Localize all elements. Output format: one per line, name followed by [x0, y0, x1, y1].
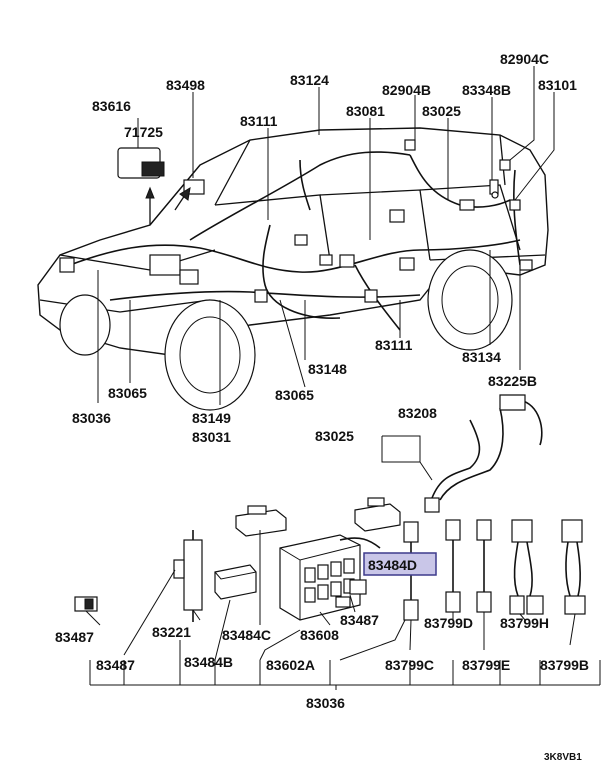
highlight-box: [363, 552, 437, 576]
label-83487-left: 83487: [55, 629, 94, 645]
vehicle-harness: [69, 151, 521, 331]
left-wheel: [59, 294, 111, 356]
label-83799e: 83799E: [462, 657, 510, 673]
label-83031: 83031: [192, 429, 231, 445]
label-83148: 83148: [308, 361, 347, 377]
label-83484d: 83484D: [368, 557, 417, 573]
label-83111-mid: 83111: [375, 337, 413, 353]
label-83025-top: 83025: [422, 103, 461, 119]
label-83225b: 83225B: [488, 373, 537, 389]
leader-lines-bottom: [85, 530, 601, 690]
sub-harness-83208: [381, 394, 543, 513]
label-83036-bottom: 83036: [306, 695, 345, 711]
label-83799c: 83799C: [385, 657, 434, 673]
part-labels: 82904C 83101 83124 83498 82904B 83348B 8…: [55, 51, 589, 763]
label-83111-top: 83111: [240, 113, 278, 129]
label-83799h: 83799H: [500, 615, 549, 631]
label-83484c: 83484C: [222, 627, 271, 643]
label-83149: 83149: [192, 410, 231, 426]
label-83101: 83101: [538, 77, 577, 93]
label-83221: 83221: [152, 624, 191, 640]
label-83484b: 83484B: [184, 654, 233, 670]
connector-harness-83799d: [445, 519, 461, 613]
relay-83484-top: [354, 497, 401, 532]
label-83134: 83134: [462, 349, 501, 365]
label-83616: 83616: [92, 98, 131, 114]
label-83348b: 83348B: [462, 82, 511, 98]
vehicle-body: [37, 127, 549, 356]
label-83608: 83608: [300, 627, 339, 643]
label-83081: 83081: [346, 103, 385, 119]
label-71725: 71725: [124, 124, 163, 140]
fuse-holder-83221: [173, 530, 203, 622]
label-83208: 83208: [398, 405, 437, 421]
label-82904c: 82904C: [500, 51, 549, 67]
connector-harness-83799b: [561, 519, 586, 615]
label-83036-left: 83036: [72, 410, 111, 426]
relay-block: [279, 534, 381, 621]
rear-wheel: [427, 249, 513, 351]
label-83065-mid: 83065: [275, 387, 314, 403]
label-83487-bottom: 83487: [96, 657, 135, 673]
label-83602a: 83602A: [266, 657, 315, 673]
relay-83484b: [214, 564, 257, 600]
label-83025-mid: 83025: [315, 428, 354, 444]
label-83487-right: 83487: [340, 612, 379, 628]
connector-harness-83799h: [509, 519, 544, 615]
label-82904b: 82904B: [382, 82, 431, 98]
label-83124: 83124: [290, 72, 329, 88]
front-wheel: [164, 299, 256, 411]
diagram-code: 3K8VB1: [544, 752, 582, 763]
highlight-83484d: 83484D: [363, 552, 437, 576]
label-83799d: 83799D: [424, 615, 473, 631]
relay-83484c: [235, 505, 287, 537]
vehicle-connectors: [59, 139, 533, 303]
leader-lines-top: [97, 66, 555, 405]
fuse-83487-left: [74, 596, 98, 612]
label-83498: 83498: [166, 77, 205, 93]
label-83799b: 83799B: [540, 657, 589, 673]
connector-harness-83799e: [476, 519, 492, 613]
fuse-83487-right: [335, 579, 367, 608]
label-83065-left: 83065: [108, 385, 147, 401]
